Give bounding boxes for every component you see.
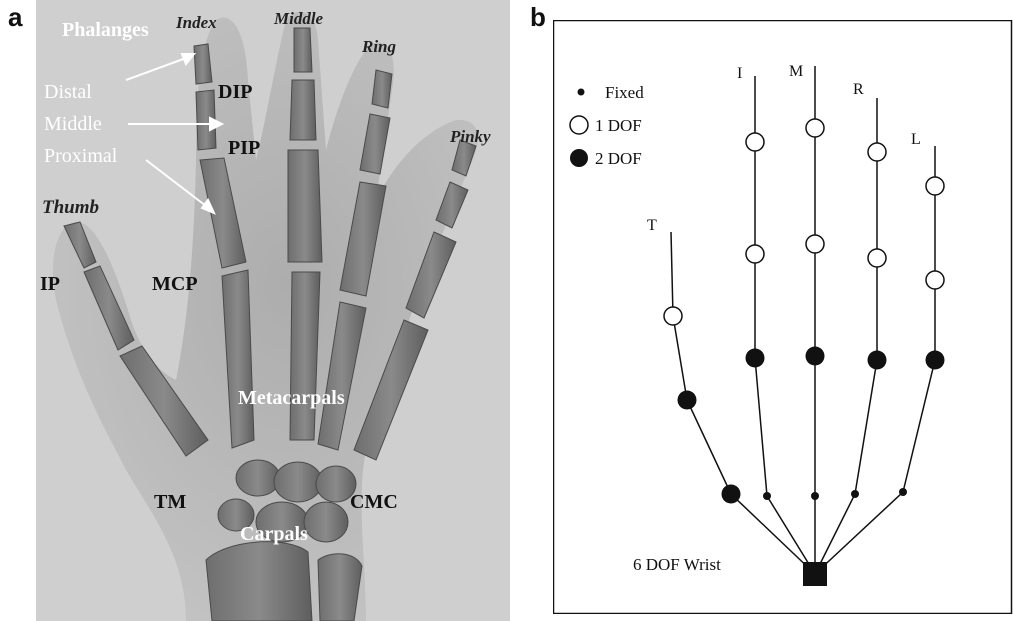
joint-2dof-index-mcp [746, 349, 765, 368]
joint-fixed-pinky [899, 488, 907, 496]
label-ring: Ring [362, 38, 396, 55]
joint-1dof-index-pip [746, 245, 764, 263]
legend-1dof-label: 1 DOF [595, 116, 642, 135]
label-mcp: MCP [152, 274, 198, 294]
finger-label-pinky: L [911, 131, 921, 148]
joint-2dof-pinky-mcp [926, 351, 945, 370]
label-distal: Distal [44, 82, 92, 102]
joint-1dof-thumb-ip [664, 307, 682, 325]
joint-2dof-middle-mcp [806, 347, 825, 366]
label-middle-phalanx: Middle [44, 114, 102, 134]
joint-1dof-middle-dip [806, 119, 824, 137]
label-tm: TM [154, 492, 186, 512]
label-metacarpals: Metacarpals [238, 388, 345, 408]
joint-fixed-ring [851, 490, 859, 498]
label-ip: IP [40, 274, 60, 294]
finger-label-middle: M [789, 63, 803, 80]
label-dip: DIP [218, 82, 252, 102]
legend-fixed-label: Fixed [605, 83, 644, 102]
kinematic-model-panel: Fixed 1 DOF 2 DOF [553, 20, 1013, 614]
label-pip: PIP [228, 138, 260, 158]
label-index: Index [176, 14, 217, 31]
wrist-joint [803, 562, 827, 586]
panel-label-b: b [530, 4, 546, 30]
joint-1dof-index-dip [746, 133, 764, 151]
joint-1dof-middle-pip [806, 235, 824, 253]
legend-2dof-label: 2 DOF [595, 149, 642, 168]
joint-2dof-thumb-tm [722, 485, 741, 504]
joint-1dof-pinky-pip [926, 271, 944, 289]
legend-fixed-symbol [578, 89, 585, 96]
panel-label-a: a [8, 4, 22, 30]
legend-2dof-symbol [570, 149, 588, 167]
joint-1dof-ring-pip [868, 249, 886, 267]
finger-label-index: I [737, 65, 742, 82]
joint-2dof-ring-mcp [868, 351, 887, 370]
wrist-label: 6 DOF Wrist [633, 555, 721, 574]
joint-2dof-thumb-mcp [678, 391, 697, 410]
joint-1dof-pinky-dip [926, 177, 944, 195]
finger-label-thumb: T [647, 217, 657, 234]
label-thumb: Thumb [42, 198, 99, 217]
legend-1dof-symbol [570, 116, 588, 134]
kinematic-diagram: Fixed 1 DOF 2 DOF [553, 20, 1013, 614]
finger-label-ring: R [853, 81, 864, 98]
joint-fixed-index [763, 492, 771, 500]
hand-xray-panel: Phalanges Index Middle Ring Pinky Thumb … [36, 0, 510, 621]
joint-1dof-ring-dip [868, 143, 886, 161]
label-phalanges: Phalanges [62, 20, 149, 40]
label-pinky: Pinky [450, 128, 491, 145]
label-carpals: Carpals [240, 524, 308, 544]
label-middle-finger: Middle [274, 10, 323, 27]
label-proximal: Proximal [44, 146, 117, 166]
diagram-frame [554, 21, 1012, 614]
joint-fixed-middle [811, 492, 819, 500]
label-cmc: CMC [350, 492, 398, 512]
